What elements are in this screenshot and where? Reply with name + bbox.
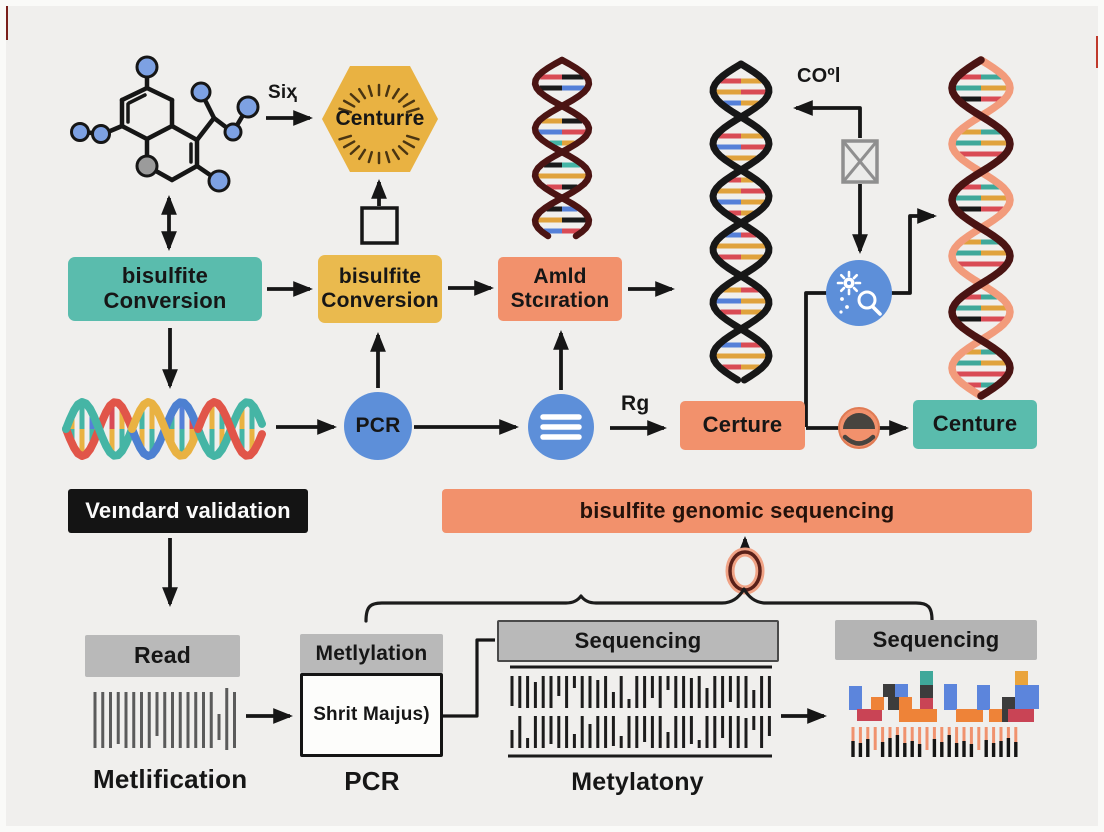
- sequencing-barcode: [508, 665, 772, 758]
- rg-label: Rg: [621, 392, 650, 415]
- certure-box: Certure: [680, 401, 805, 450]
- metlylation-header: Metlylation: [300, 634, 443, 673]
- ring-icon: [725, 547, 765, 595]
- metlification-caption: Metlification: [93, 764, 248, 794]
- bisulfite-conversion-gold-box: bisulfite Conversion: [318, 255, 442, 323]
- dna-helix-horizontal-icon: [62, 398, 266, 460]
- pcr-circle-icon: [344, 392, 412, 460]
- certure-to-orange-dna-elbow: [804, 208, 937, 427]
- xbox-to-dna-arrow: [793, 100, 862, 138]
- pcr-caption: PCR: [344, 766, 400, 796]
- pcr-circle-label: PCR: [355, 414, 401, 437]
- dna-helix-orange-icon: [948, 56, 1014, 400]
- shrit-majus-box: Shrit Maıjus): [300, 673, 443, 757]
- centure-box: Centure: [913, 400, 1037, 449]
- crossed-box-icon: [841, 139, 879, 184]
- square-node-icon: [360, 206, 399, 245]
- sequencing-mid-header: Sequencing: [497, 620, 779, 662]
- grouping-brace: [364, 587, 934, 623]
- molecule-icon: [70, 55, 260, 193]
- enzyme-circle-icon: [826, 260, 892, 326]
- dna-helix-black-icon: [709, 60, 773, 384]
- read-barcode: [93, 688, 236, 750]
- co2-label: COºl: [797, 65, 841, 87]
- amld-stcuration-box: Amld Stcıration: [498, 257, 622, 321]
- dna-helix-top-icon: [531, 56, 593, 240]
- hexagon-label: Centurre: [335, 107, 425, 130]
- bisulfite-conversion-teal-box: bisulfite Conversion: [68, 257, 262, 321]
- shrit-to-sequencing-elbow: [441, 638, 495, 718]
- sequencing-right-header: Sequencing: [835, 620, 1037, 660]
- six-label: Siҳ: [268, 82, 298, 103]
- menu-circle-icon: [528, 394, 594, 460]
- person-circle-icon: [838, 407, 880, 449]
- hexagon-badge-icon: [322, 66, 438, 172]
- metylatony-caption: Metylatony: [571, 768, 704, 796]
- block-waveform-icon: [849, 671, 1039, 757]
- bisulfite-genomic-sequencing-banner: bisulfite genomic sequencing: [442, 489, 1032, 533]
- validation-box: Veındard validation: [68, 489, 308, 533]
- read-header: Read: [85, 635, 240, 677]
